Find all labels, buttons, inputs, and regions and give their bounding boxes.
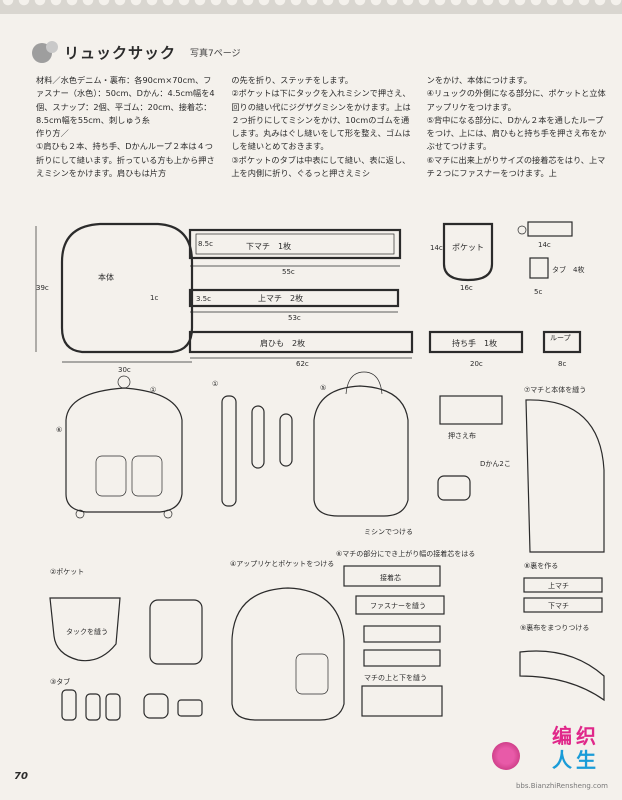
svg-text:⑤: ⑤ bbox=[320, 384, 326, 392]
svg-text:5c: 5c bbox=[534, 288, 542, 296]
svg-text:3.5c: 3.5c bbox=[196, 295, 211, 303]
svg-text:下マチ: 下マチ bbox=[548, 602, 569, 610]
step-pocket-illustration: ②ポケット タックを縫う bbox=[49, 568, 203, 665]
watermark-text-2: 人生 bbox=[552, 748, 600, 772]
step-8-illustration: ⑧裏を作る 上マチ 下マチ ⑨裏布をまつりつける bbox=[519, 561, 605, 702]
instructions-col-3: ンをかけ、本体につけます。 ④リュックの外側になる部分に、ポケットと立体アップリ… bbox=[427, 74, 608, 180]
svg-text:タックを縫う: タックを縫う bbox=[66, 627, 108, 636]
step-7-illustration: ⑦マチと本体を縫う bbox=[524, 385, 605, 553]
upper-gusset-piece: 上マチ 2枚 3.5c 53c bbox=[188, 288, 400, 322]
svg-text:8.5c: 8.5c bbox=[198, 240, 213, 248]
yarn-ball-icon bbox=[492, 742, 520, 770]
step-3-caption: ③タブ bbox=[50, 677, 70, 686]
body-label: 本体 bbox=[98, 272, 114, 282]
step-d-ring-illustration: Dかん2こ 押さえ布 bbox=[437, 395, 511, 501]
instructions-col-1: 材料／水色デニム・裏布：各90cm×70cm、ファスナー（水色）：50cm、Dか… bbox=[36, 74, 217, 180]
step-backpack-illustration: ① ⑥ bbox=[56, 375, 183, 519]
svg-text:ループ: ループ bbox=[550, 334, 571, 342]
step-9-caption: ⑨裏布をまつりつける bbox=[520, 623, 589, 632]
page-title: リュックサック bbox=[64, 44, 177, 62]
step-6-caption: ⑥マチの部分にでき上がり幅の接着芯をはる bbox=[336, 549, 475, 558]
svg-text:62c: 62c bbox=[296, 360, 309, 368]
svg-text:1c: 1c bbox=[150, 294, 158, 302]
step-back-illustration: ⑤ ミシンでつける bbox=[313, 371, 413, 536]
body-height: 39c bbox=[36, 284, 49, 292]
handle-piece: 持ち手 1枚 20c bbox=[428, 330, 524, 368]
watermark-url: bbs.BianzhiRensheng.com bbox=[515, 782, 608, 790]
upper-gusset-label: 上マチ 2枚 bbox=[258, 293, 303, 303]
svg-text:タブ 4枚: タブ 4枚 bbox=[552, 265, 584, 274]
instructions-text: 材料／水色デニム・裏布：各90cm×70cm、ファスナー（水色）：50cm、Dか… bbox=[36, 74, 608, 180]
pocket-label: ポケット bbox=[452, 243, 484, 252]
shoulder-strap-piece: 肩ひも 2枚 62c bbox=[188, 330, 414, 368]
step-gusset-illustration: ⑥マチの部分にでき上がり幅の接着芯をはる 接着芯 ファスナーを縫う マチの上と下… bbox=[336, 549, 475, 717]
loop-piece: ループ 8c bbox=[542, 330, 582, 368]
materials-text: 材料／水色デニム・裏布：各90cm×70cm、ファスナー（水色）：50cm、Dか… bbox=[36, 75, 215, 179]
flap-piece: 14c タブ 4枚 5c bbox=[517, 221, 584, 296]
svg-text:Dかん2こ: Dかん2こ bbox=[480, 460, 511, 468]
instructions-col-2: の先を折り、ステッチをします。 ②ポケットは下にタックを入れミシンで押さえ、回り… bbox=[231, 74, 412, 180]
page-number: 70 bbox=[14, 771, 28, 782]
svg-text:上マチ: 上マチ bbox=[548, 581, 569, 590]
svg-text:8c: 8c bbox=[558, 360, 566, 368]
site-watermark-logo: 编织 人生 bbs.BianzhiRensheng.com bbox=[488, 720, 608, 790]
pocket-piece: ポケット 16c 14c bbox=[430, 222, 494, 292]
svg-text:16c: 16c bbox=[460, 284, 473, 292]
strap-label: 肩ひも 2枚 bbox=[260, 338, 305, 348]
svg-text:押さえ布: 押さえ布 bbox=[448, 431, 476, 440]
section-header: リュックサック 写真7ページ bbox=[32, 40, 241, 63]
lower-gusset-label: 下マチ 1枚 bbox=[246, 241, 291, 251]
lower-gusset-piece: 下マチ 1枚 8.5c 55c bbox=[188, 228, 402, 276]
svg-text:ミシンでつける: ミシンでつける bbox=[364, 528, 413, 536]
body-width: 30c bbox=[118, 366, 131, 374]
watermark-text-1: 编织 bbox=[552, 724, 600, 748]
step-tab-illustration: ③タブ bbox=[50, 677, 203, 721]
step-2-caption: ②ポケット bbox=[50, 568, 84, 576]
step-applique-illustration: ④アップリケとポケットをつける bbox=[230, 560, 345, 721]
step-4-caption: ④アップリケとポケットをつける bbox=[230, 560, 334, 568]
svg-text:14c: 14c bbox=[538, 241, 551, 249]
body-pattern-piece: 本体 39c 30c 1c bbox=[35, 222, 194, 374]
step-strap-illustration: ① bbox=[212, 380, 293, 507]
title-bullet-small-icon bbox=[46, 40, 58, 53]
svg-text:14c: 14c bbox=[430, 244, 443, 252]
svg-text:①: ① bbox=[212, 380, 218, 388]
svg-text:ファスナーを縫う: ファスナーを縫う bbox=[370, 601, 426, 610]
steps-text-3: ンをかけ、本体につけます。 ④リュックの外側になる部分に、ポケットと立体アップリ… bbox=[426, 75, 607, 179]
svg-text:接着芯: 接着芯 bbox=[380, 573, 401, 582]
svg-text:マチの上と下を縫う: マチの上と下を縫う bbox=[364, 673, 427, 682]
steps-text-2: の先を折り、ステッチをします。 ②ポケットは下にタックを入れミシンで押さえ、回り… bbox=[231, 75, 411, 179]
stamp-perforated-edge bbox=[0, 0, 622, 14]
svg-text:55c: 55c bbox=[282, 268, 295, 276]
photo-reference: 写真7ページ bbox=[190, 49, 241, 59]
svg-text:①: ① bbox=[150, 386, 156, 394]
step-8-caption: ⑧裏を作る bbox=[524, 561, 558, 570]
svg-text:53c: 53c bbox=[288, 314, 301, 322]
handle-label: 持ち手 1枚 bbox=[452, 338, 497, 348]
svg-text:⑥: ⑥ bbox=[56, 426, 62, 434]
svg-text:20c: 20c bbox=[470, 360, 483, 368]
step-7-caption: ⑦マチと本体を縫う bbox=[524, 385, 586, 394]
